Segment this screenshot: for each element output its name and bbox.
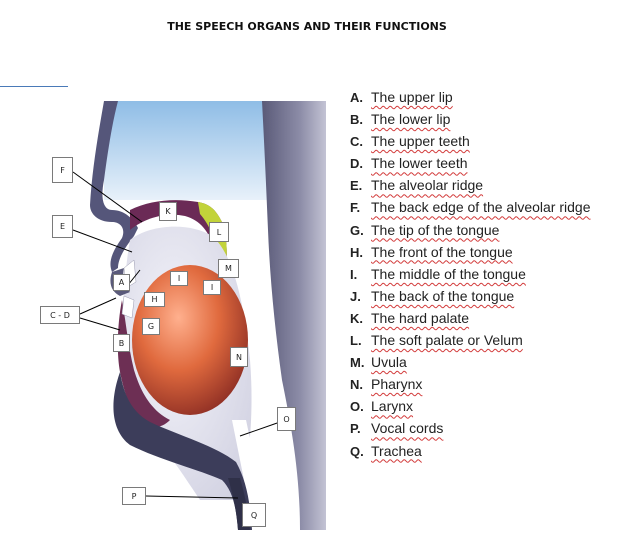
larynx-shape bbox=[232, 420, 260, 482]
leader-C bbox=[79, 297, 117, 315]
label-I: I bbox=[170, 271, 188, 286]
leader-O bbox=[239, 421, 281, 437]
legend-item: P. Vocal cords bbox=[350, 419, 590, 441]
legend-name: The upper teeth bbox=[371, 133, 470, 150]
label-J: I bbox=[203, 280, 221, 295]
legend-item: Q. Trachea bbox=[350, 442, 590, 464]
legend-item: G. The tip of the tongue bbox=[350, 221, 590, 243]
legend-letter: D. bbox=[350, 156, 363, 172]
legend-name: Pharynx bbox=[371, 376, 423, 393]
legend-letter: B. bbox=[350, 112, 363, 128]
label-B: B bbox=[113, 334, 130, 352]
legend-name: The tip of the tongue bbox=[371, 221, 500, 238]
legend-letter: L. bbox=[350, 333, 362, 349]
divider-line bbox=[0, 86, 68, 87]
legend-letter: A. bbox=[350, 90, 363, 105]
legend-letter: E. bbox=[350, 178, 363, 194]
legend-item: E. The alveolar ridge bbox=[350, 176, 590, 198]
legend-letter: C. bbox=[350, 134, 363, 150]
label-K: K bbox=[159, 202, 177, 221]
legend-name: The lower lip bbox=[371, 111, 451, 128]
legend-letter: N. bbox=[350, 377, 363, 393]
face-profile bbox=[90, 101, 138, 272]
legend-letter: Q. bbox=[350, 443, 364, 459]
leader-D bbox=[79, 317, 121, 331]
legend-item: N. Pharynx bbox=[350, 375, 590, 397]
neck-front bbox=[113, 372, 252, 530]
legend-name: Uvula bbox=[371, 354, 407, 371]
legend-item: L. The soft palate or Velum bbox=[350, 331, 590, 353]
legend-name: Vocal cords bbox=[371, 420, 444, 437]
label-E: E bbox=[52, 215, 73, 238]
page-title: THE SPEECH ORGANS AND THEIR FUNCTIONS bbox=[167, 20, 447, 33]
legend-letter: G. bbox=[350, 222, 364, 238]
label-Q: Q bbox=[242, 503, 266, 527]
label-L: L bbox=[209, 222, 229, 242]
label-F: F bbox=[52, 157, 73, 183]
legend-name: Larynx bbox=[371, 398, 414, 415]
legend-list: A. The upper lip B. The lower lip C. The up… bbox=[350, 88, 590, 464]
legend-letter: P. bbox=[350, 421, 361, 437]
legend-letter: F. bbox=[350, 200, 361, 216]
label-G: G bbox=[142, 318, 160, 335]
legend-item: K. The hard palate bbox=[350, 309, 590, 331]
label-A: A bbox=[113, 274, 130, 291]
legend-name: The hard palate bbox=[371, 309, 470, 326]
legend-item: C. The upper teeth bbox=[350, 132, 590, 154]
legend-letter: J. bbox=[350, 288, 361, 304]
label-C-D: C - D bbox=[40, 306, 80, 324]
legend-letter: I. bbox=[350, 266, 358, 282]
legend-name: The middle of the tongue bbox=[371, 265, 526, 282]
legend-letter: K. bbox=[350, 310, 363, 326]
back-of-head bbox=[262, 101, 326, 530]
legend-item: F. The back edge of the alveolar ridge bbox=[350, 198, 590, 220]
legend-name: The lower teeth bbox=[371, 155, 468, 172]
legend-letter: O. bbox=[350, 399, 364, 415]
label-H: H bbox=[144, 292, 165, 307]
legend-item: B. The lower lip bbox=[350, 110, 590, 132]
legend-name: Trachea bbox=[371, 442, 422, 459]
legend-name: The back edge of the alveolar ridge bbox=[371, 199, 591, 216]
legend-letter: M. bbox=[350, 355, 365, 371]
legend-letter: H. bbox=[350, 244, 363, 260]
legend-item: J. The back of the tongue bbox=[350, 287, 590, 309]
legend-name: The upper lip bbox=[371, 89, 453, 105]
legend-item: D. The lower teeth bbox=[350, 154, 590, 176]
leader-P bbox=[145, 495, 239, 499]
legend-item: I. The middle of the tongue bbox=[350, 265, 590, 287]
leader-A bbox=[127, 269, 141, 286]
label-O: O bbox=[277, 407, 296, 431]
legend-name: The alveolar ridge bbox=[371, 177, 484, 194]
legend-item: M. Uvula bbox=[350, 353, 590, 375]
label-N: N bbox=[230, 347, 248, 367]
legend-item: H. The front of the tongue bbox=[350, 243, 590, 265]
label-M: M bbox=[218, 259, 239, 278]
legend-name: The soft palate or Velum bbox=[371, 332, 523, 349]
legend-item: O. Larynx bbox=[350, 397, 590, 419]
palate bbox=[130, 200, 227, 286]
legend-item: A. The upper lip bbox=[350, 88, 590, 110]
lower-teeth bbox=[121, 295, 135, 319]
leader-E bbox=[72, 229, 133, 253]
tongue bbox=[132, 265, 248, 415]
lower-jaw bbox=[117, 300, 170, 428]
legend-name: The front of the tongue bbox=[371, 243, 513, 260]
legend-name: The back of the tongue bbox=[371, 287, 515, 304]
label-P: P bbox=[122, 487, 146, 505]
leader-F bbox=[72, 171, 143, 223]
